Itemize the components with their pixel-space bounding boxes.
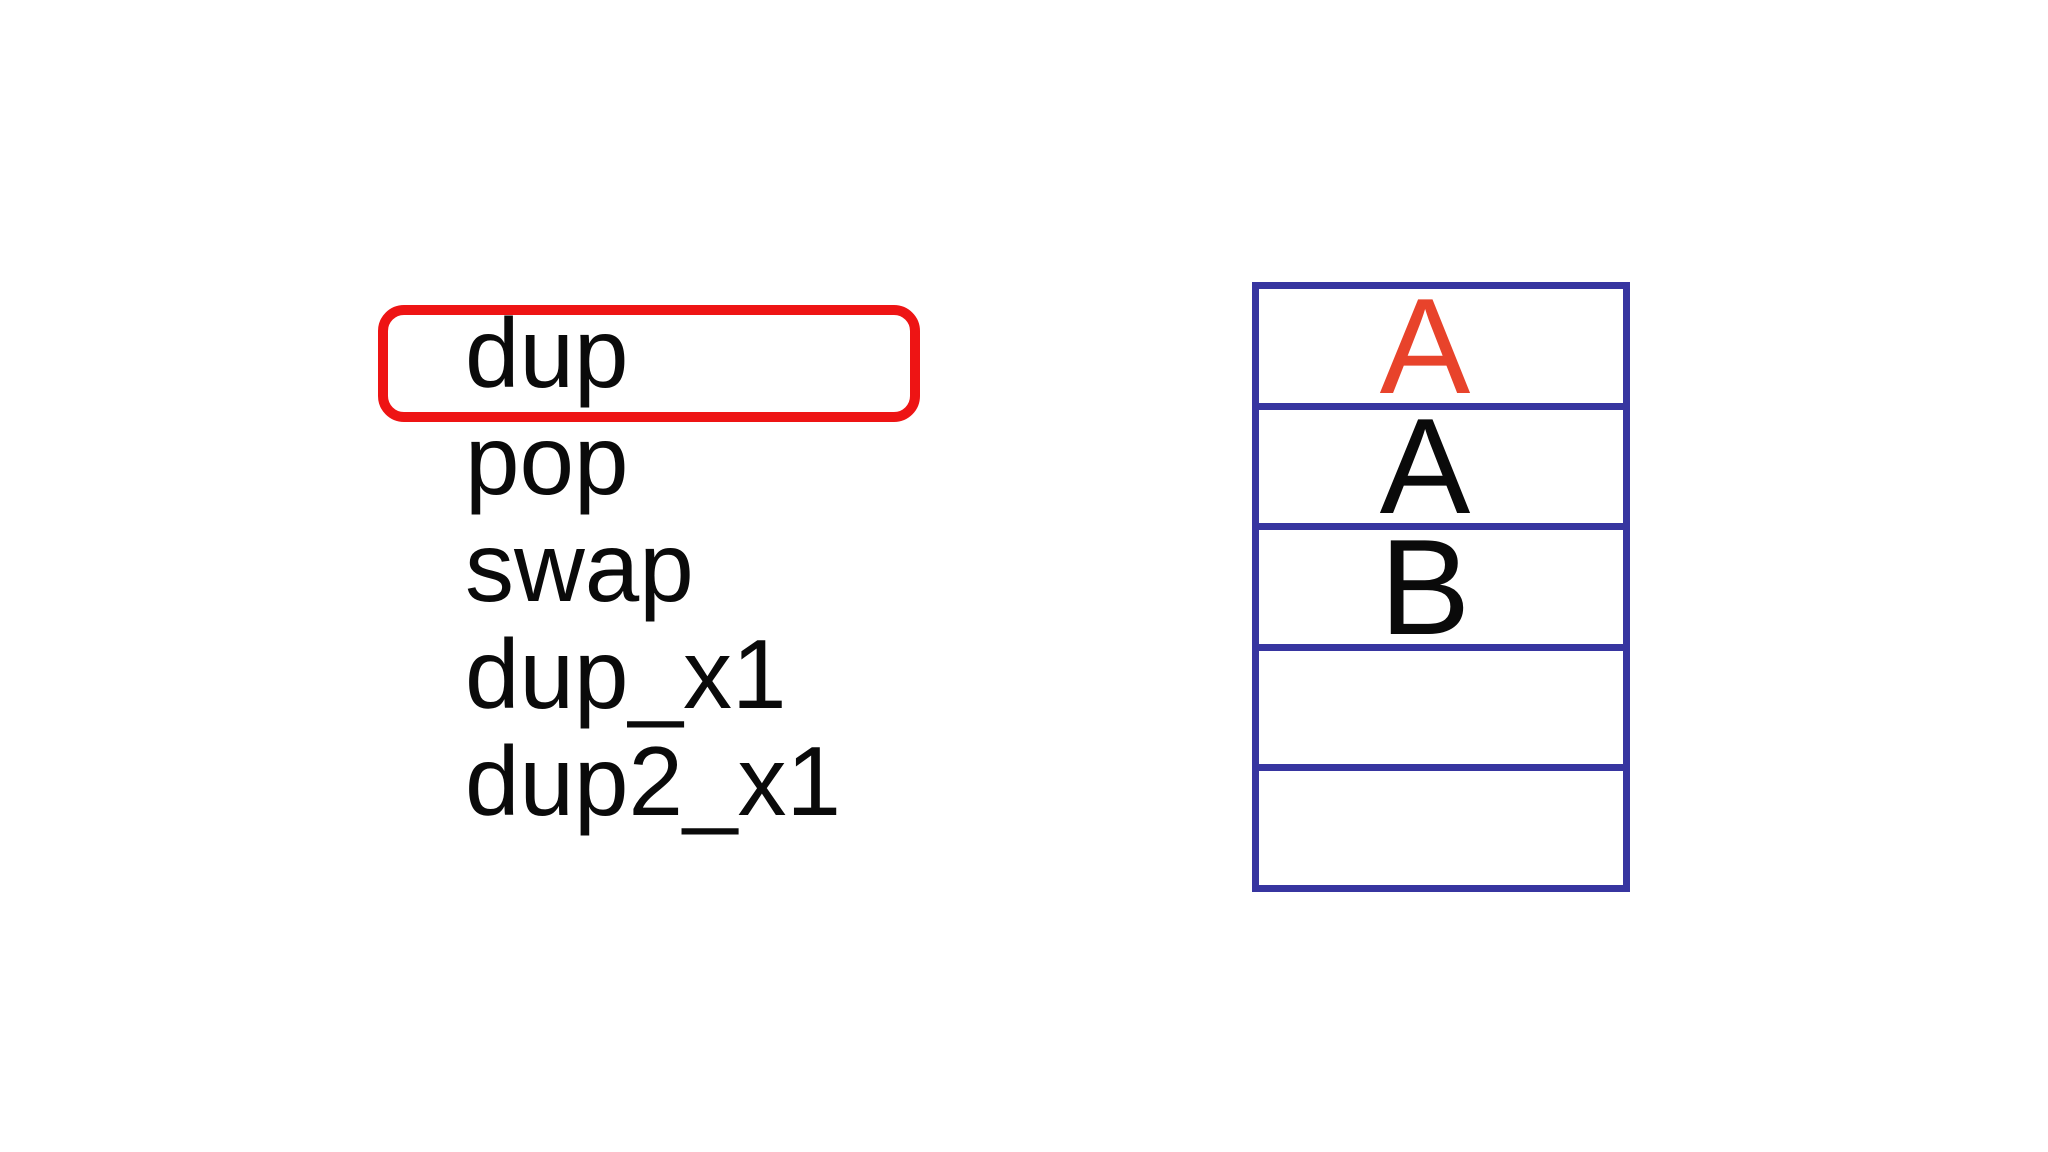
stack-cell-value: B: [1379, 510, 1471, 663]
instruction-dup-x1: dup_x1: [465, 619, 787, 729]
highlight-outline: [378, 305, 920, 422]
instruction-dup: dup: [465, 298, 629, 408]
stack-cell-value: A: [1379, 269, 1471, 422]
instruction-dup2-x1: dup2_x1: [465, 726, 842, 836]
stack-cell: [1259, 643, 1623, 765]
stack-cell: [1259, 764, 1623, 885]
instruction-pop: pop: [465, 405, 629, 515]
instruction-list: dup pop swap dup_x1 dup2_x1: [465, 300, 841, 835]
operand-stack: A A B: [1252, 278, 1630, 892]
instruction-swap: swap: [465, 512, 694, 622]
stack-cell: A: [1259, 278, 1623, 414]
stack-cell-value: A: [1379, 390, 1471, 543]
stack-cell: B: [1259, 519, 1623, 655]
stack-cell: A: [1259, 398, 1623, 534]
